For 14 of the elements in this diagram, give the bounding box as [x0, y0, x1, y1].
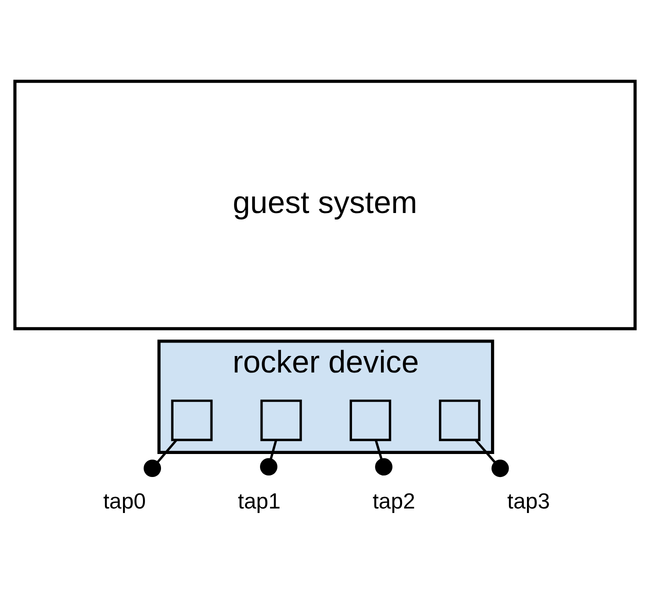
node-text: tap1: [238, 488, 281, 513]
node-box: [260, 399, 302, 441]
node-text: tap2: [372, 488, 416, 513]
connector: [260, 439, 278, 475]
connector: [374, 439, 392, 476]
connector: [144, 438, 178, 476]
cluster: rocker device: [157, 339, 494, 454]
node-box: [171, 399, 213, 441]
node-text: tap3: [507, 488, 550, 513]
node-box: guest system: [13, 79, 637, 330]
node-text: tap0: [103, 488, 146, 513]
node-box: [350, 399, 392, 441]
node-box: [438, 399, 480, 441]
connector: [474, 438, 509, 477]
